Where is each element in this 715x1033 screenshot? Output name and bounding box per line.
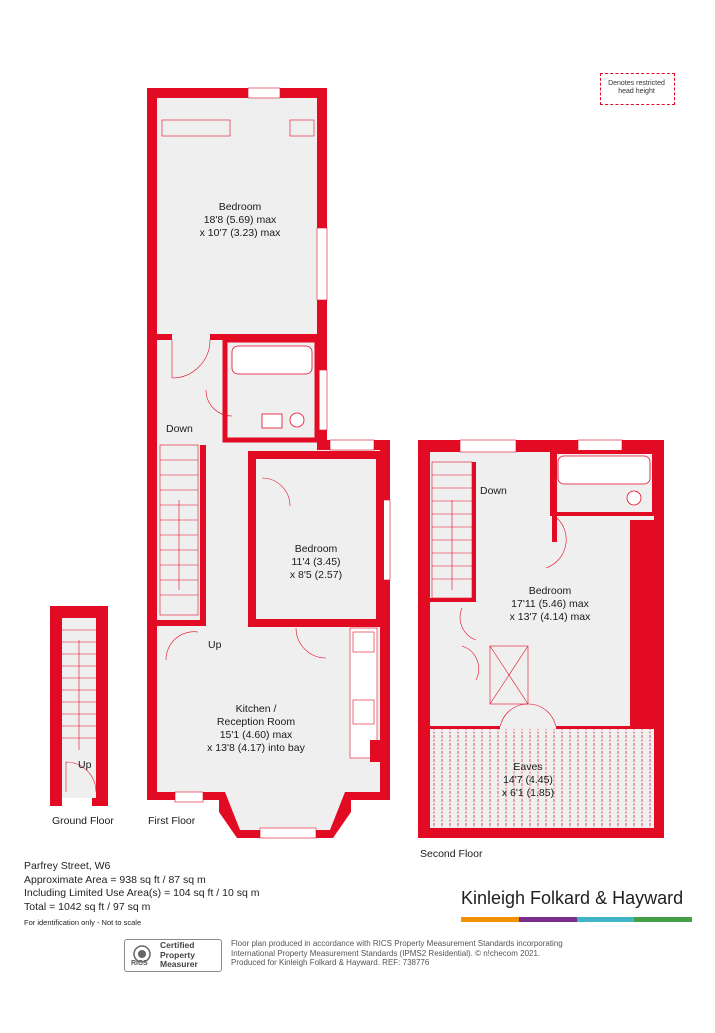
credits-line2: International Property Measurement Stand… (231, 948, 541, 958)
rics-text: Certified Property Measurer (160, 941, 198, 970)
address: Parfrey Street, W6 (24, 860, 111, 872)
bedroom3-name: Bedroom (529, 585, 572, 597)
second-floor-plan: Down Bedroom 17'11 (5.46) max x 13'7 (4.… (418, 439, 664, 838)
scale-note: For identification only - Not to scale (24, 918, 142, 927)
kitchen-dim2: x 13'8 (4.17) into bay (207, 742, 305, 754)
bedroom3-dim2: x 13'7 (4.14) max (510, 611, 592, 623)
eaves-dim2: x 6'1 (1.85) (502, 787, 554, 799)
brand-bar-cyan (576, 917, 635, 922)
legend-text: Denotes restricted head height (600, 80, 673, 96)
rics-logo-text: RICS (131, 960, 148, 967)
second-down-label: Down (480, 485, 507, 497)
bedroom2-dim1: 11'4 (3.45) (291, 556, 340, 568)
rics-line2: Property (160, 949, 195, 960)
limited-use-area: Including Limited Use Area(s) = 104 sq f… (24, 887, 260, 899)
bedroom3-dim1: 17'11 (5.46) max (511, 598, 589, 610)
credits-line1: Floor plan produced in accordance with R… (231, 939, 563, 948)
second-floor-label: Second Floor (420, 848, 483, 860)
brand-name: Kinleigh Folkard & Hayward (461, 888, 684, 908)
approx-area: Approximate Area = 938 sq ft / 87 sq m (24, 873, 206, 886)
eaves-dim1: 14'7 (4.45) (503, 774, 553, 786)
first-floor-label: First Floor (148, 815, 196, 827)
rics-line3: Measurer (160, 959, 198, 970)
legend-line2: head height (618, 88, 655, 95)
bedroom2-name: Bedroom (295, 543, 338, 555)
bedroom1-dim1: 18'8 (5.69) max (204, 214, 277, 226)
bedroom2-dim2: x 8'5 (2.57) (290, 569, 342, 581)
legend-line1: Denotes restricted (608, 80, 665, 87)
rics-badge: Certified Property Measurer (124, 939, 222, 972)
brand-bar-purple (518, 917, 577, 922)
rics-line1: Certified (160, 940, 195, 951)
brand-color-bar (461, 917, 692, 922)
first-down-label: Down (166, 423, 193, 435)
kitchen-name1: Kitchen / (236, 703, 277, 715)
total-area: Total = 1042 sq ft / 97 sq m (24, 900, 151, 913)
credits-line3: Produced for Kinleigh Folkard & Hayward.… (231, 958, 430, 968)
credits: Floor plan produced in accordance with R… (231, 939, 591, 968)
kitchen-name2: Reception Room (217, 716, 295, 728)
kitchen-dim1: 15'1 (4.60) max (220, 729, 293, 741)
ground-floor-label: Ground Floor (52, 815, 114, 827)
bedroom1-name: Bedroom (219, 201, 262, 213)
bedroom1-dim2: x 10'7 (3.23) max (200, 227, 282, 239)
ground-floor-plan: Up (50, 606, 108, 806)
first-up-label: Up (208, 639, 222, 651)
brand-bar-green (634, 917, 692, 922)
eaves-name: Eaves (513, 761, 542, 773)
brand-bar-orange (461, 917, 519, 922)
first-floor-plan: Bedroom 18'8 (5.69) max x 10'7 (3.23) ma… (147, 87, 391, 839)
ground-up-label: Up (78, 759, 92, 771)
rics-logo-icon (130, 944, 154, 968)
area-info: Parfrey Street, W6 Approximate Area = 93… (24, 860, 260, 930)
restricted-height-legend (600, 73, 675, 105)
